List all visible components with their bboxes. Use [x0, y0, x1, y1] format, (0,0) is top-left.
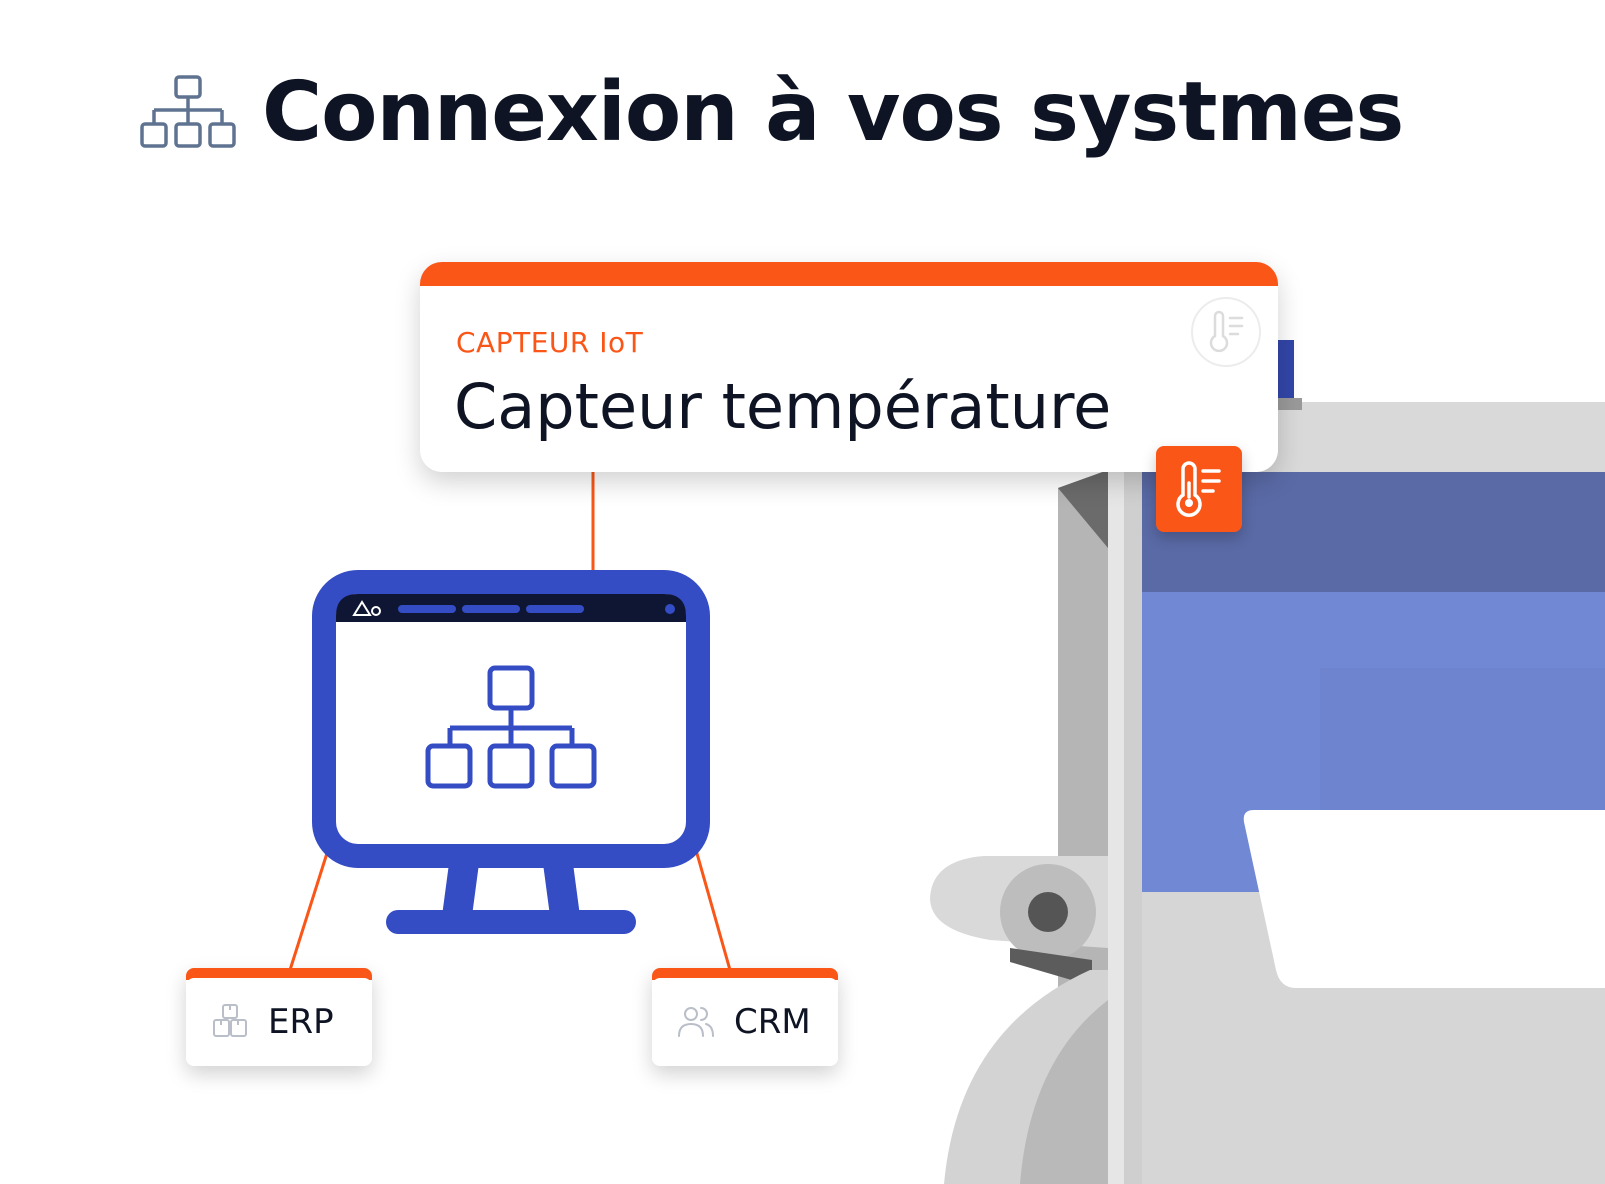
- erp-label: ERP: [268, 1002, 334, 1042]
- temperature-sensor-badge[interactable]: [1156, 446, 1242, 532]
- computer-monitor-icon: [312, 570, 710, 934]
- users-icon: [678, 1007, 714, 1037]
- crm-label: CRM: [734, 1002, 811, 1042]
- crm-card-accent-bar: [652, 968, 838, 980]
- sensor-name: Capteur température: [454, 370, 1112, 443]
- sensor-card[interactable]: CAPTEUR IoT Capteur température: [420, 262, 1278, 472]
- sensor-card-body: CAPTEUR IoT Capteur température: [420, 286, 1278, 472]
- page-title: Connexion à vos systmes: [262, 64, 1404, 160]
- thermometer-icon: [1191, 297, 1261, 367]
- erp-card-accent-bar: [186, 968, 372, 980]
- crm-card[interactable]: CRM: [652, 968, 838, 1066]
- header: Connexion à vos systmes: [138, 62, 1404, 162]
- sensor-card-accent-bar: [420, 262, 1278, 286]
- network-hierarchy-icon: [140, 75, 236, 148]
- erp-card-body: ERP: [186, 978, 372, 1066]
- boxes-icon: [213, 1004, 247, 1037]
- sensor-kind-label: CAPTEUR IoT: [456, 326, 644, 359]
- thermometer-icon: [1176, 461, 1221, 517]
- crm-card-body: CRM: [652, 978, 838, 1066]
- erp-card[interactable]: ERP: [186, 968, 372, 1066]
